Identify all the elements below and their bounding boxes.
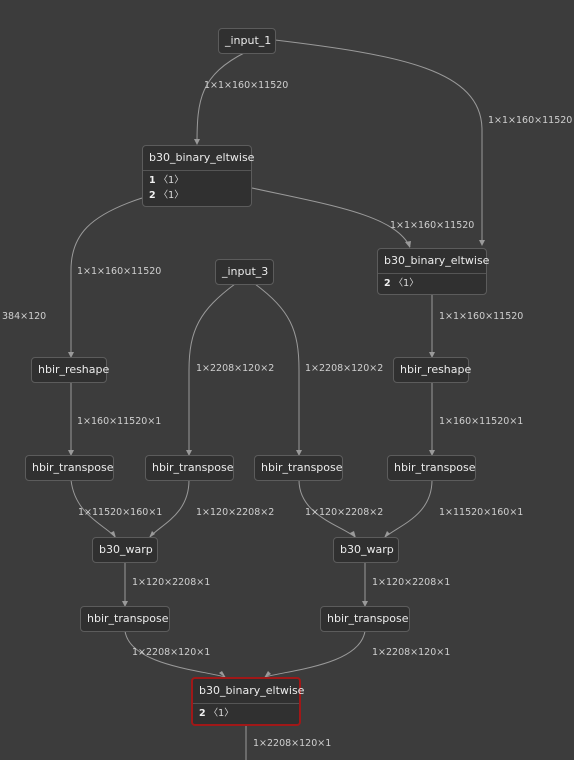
edge-label: 1×120×2208×2 bbox=[196, 507, 275, 518]
edge-label: 1×1×160×11520 bbox=[488, 115, 573, 126]
node-title: hbir_reshape bbox=[400, 363, 472, 376]
edge-label: 1×2208×120×1 bbox=[253, 738, 332, 749]
node-title: _input_3 bbox=[222, 265, 269, 278]
node-binary-eltwise-2[interactable]: b30_binary_eltwise 2 〈1〉 bbox=[377, 248, 489, 295]
node-attr: 1 〈1〉 bbox=[149, 173, 245, 188]
node-title: b30_warp bbox=[340, 543, 394, 556]
node-input-3[interactable]: _input_3 bbox=[215, 259, 274, 285]
edge-label: 1×120×2208×2 bbox=[305, 507, 384, 518]
edge-tr5-final bbox=[124, 630, 226, 678]
edge-input1-be1 bbox=[196, 51, 247, 145]
attr-value: 〈1〉 bbox=[158, 175, 184, 186]
attr-key: 1 bbox=[149, 175, 156, 186]
attr-value: 〈1〉 bbox=[393, 278, 419, 289]
node-hbir-transpose-1[interactable]: hbir_transpose bbox=[25, 455, 114, 481]
node-title: hbir_reshape bbox=[38, 363, 110, 376]
edge-label: 1×120×2208×1 bbox=[132, 577, 211, 588]
node-title: b30_warp bbox=[99, 543, 153, 556]
edge-label: 1×1×160×11520 bbox=[77, 266, 162, 277]
edge-label: 1×2208×120×1 bbox=[132, 647, 211, 658]
edge-be1-be2 bbox=[251, 187, 411, 248]
node-hbir-transpose-5[interactable]: hbir_transpose bbox=[80, 606, 170, 632]
arrowhead bbox=[429, 352, 435, 358]
edge-label: 1×160×11520×1 bbox=[439, 416, 524, 427]
arrowhead bbox=[405, 241, 411, 248]
node-hbir-transpose-2[interactable]: hbir_transpose bbox=[145, 455, 234, 481]
arrowhead bbox=[68, 450, 74, 456]
node-hbir-transpose-6[interactable]: hbir_transpose bbox=[320, 606, 410, 632]
arrowhead bbox=[429, 450, 435, 456]
node-title: hbir_transpose bbox=[327, 612, 409, 625]
edge-label: 1×2208×120×1 bbox=[372, 647, 451, 658]
edge-label: 1×160×11520×1 bbox=[77, 416, 162, 427]
node-attr: 2 〈1〉 bbox=[149, 188, 245, 203]
arrowhead bbox=[110, 531, 116, 538]
edge-label: 1×11520×160×1 bbox=[439, 507, 524, 518]
arrowhead bbox=[479, 240, 485, 246]
node-attrs: 2 〈1〉 bbox=[378, 274, 486, 294]
arrowhead bbox=[149, 531, 155, 538]
node-hbir-transpose-3[interactable]: hbir_transpose bbox=[254, 455, 343, 481]
node-title: hbir_transpose bbox=[32, 461, 114, 474]
edge-input1-be2 bbox=[274, 39, 483, 245]
edge-input3-tr3 bbox=[254, 283, 300, 455]
arrowheads bbox=[68, 139, 485, 678]
node-title: b30_binary_eltwise bbox=[193, 679, 304, 704]
attr-key: 2 bbox=[384, 278, 391, 289]
attr-value: 〈1〉 bbox=[158, 190, 184, 201]
node-attrs: 1 〈1〉 2 〈1〉 bbox=[143, 171, 251, 206]
edge-input3-tr2 bbox=[188, 283, 236, 455]
edge-label: 1×1×160×11520 bbox=[439, 311, 524, 322]
node-title: hbir_transpose bbox=[261, 461, 343, 474]
node-attrs: 2 〈1〉 bbox=[193, 704, 299, 724]
edge-be1-reshape-l bbox=[70, 197, 143, 357]
arrowhead bbox=[219, 671, 226, 678]
edge-label: 1×2208×120×2 bbox=[305, 363, 384, 374]
node-b30-warp-left[interactable]: b30_warp bbox=[92, 537, 158, 563]
arrowhead bbox=[362, 601, 368, 607]
node-hbir-transpose-4[interactable]: hbir_transpose bbox=[387, 455, 476, 481]
arrowhead bbox=[194, 139, 200, 145]
attr-key: 2 bbox=[149, 190, 156, 201]
node-title: hbir_transpose bbox=[87, 612, 169, 625]
arrowhead bbox=[186, 450, 192, 456]
edge-label: 1×11520×160×1 bbox=[78, 507, 163, 518]
edge-label: 1×1×160×11520 bbox=[204, 80, 289, 91]
edge-label: 1×1×160×11520 bbox=[390, 220, 475, 231]
arrowhead bbox=[68, 352, 74, 358]
node-input-1[interactable]: _input_1 bbox=[218, 28, 276, 54]
edge-tr6-final bbox=[264, 630, 366, 678]
arrowhead bbox=[384, 531, 390, 538]
node-attr: 2 〈1〉 bbox=[199, 706, 293, 721]
node-title: _input_1 bbox=[225, 34, 272, 47]
edge-label: 384×120 bbox=[2, 311, 47, 322]
node-hbir-reshape-right[interactable]: hbir_reshape bbox=[393, 357, 472, 383]
arrowhead bbox=[296, 450, 302, 456]
arrowhead bbox=[350, 531, 356, 538]
attr-key: 2 bbox=[199, 708, 206, 719]
edge-tr3-warp-r bbox=[298, 479, 356, 538]
node-binary-eltwise-1[interactable]: b30_binary_eltwise 1 〈1〉 2 〈1〉 bbox=[142, 145, 254, 207]
node-hbir-reshape-left[interactable]: hbir_reshape bbox=[31, 357, 110, 383]
node-attr: 2 〈1〉 bbox=[384, 276, 480, 291]
edge-label: 1×120×2208×1 bbox=[372, 577, 451, 588]
node-title: b30_binary_eltwise bbox=[378, 249, 489, 274]
node-title: hbir_transpose bbox=[152, 461, 234, 474]
edge-label: 1×2208×120×2 bbox=[196, 363, 275, 374]
node-title: b30_binary_eltwise bbox=[143, 146, 254, 171]
arrowhead bbox=[264, 671, 271, 678]
node-b30-warp-right[interactable]: b30_warp bbox=[333, 537, 399, 563]
arrowhead bbox=[122, 601, 128, 607]
attr-value: 〈1〉 bbox=[208, 708, 234, 719]
node-binary-eltwise-final[interactable]: b30_binary_eltwise 2 〈1〉 bbox=[191, 677, 304, 726]
node-title: hbir_transpose bbox=[394, 461, 476, 474]
edge-tr4-warp-r bbox=[384, 479, 433, 538]
